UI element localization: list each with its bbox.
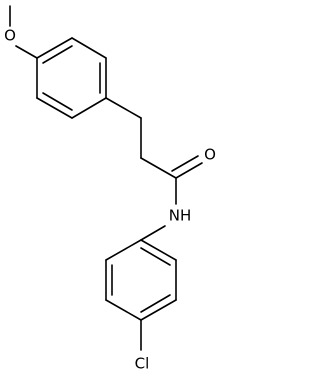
- ring2-bond-6: [105, 239, 142, 261]
- bond-n-ring: [140, 225, 166, 241]
- bond-carbonyl-o-2: [171, 155, 199, 172]
- ring2-double-2: [140, 294, 171, 313]
- ring1-bond-1: [36, 37, 73, 59]
- ring1-bond-4: [71, 97, 107, 119]
- atom-label-cl: Cl: [135, 355, 150, 373]
- bond-o-ring: [15, 45, 38, 59]
- bond-carbonyl-o-1: [175, 162, 203, 179]
- bond-ch2-carbonyl: [140, 157, 177, 179]
- ring2-bond-1: [140, 239, 177, 261]
- chemical-structure: O O NH Cl: [4, 5, 216, 373]
- ring2-bond-3: [140, 299, 177, 321]
- methoxy-group: [9, 5, 38, 59]
- chlorophenyl-ring: [105, 239, 177, 351]
- atom-label-carbonyl-o: O: [204, 146, 216, 164]
- atom-label-nh: NH: [169, 207, 192, 225]
- ring1-bond-5: [36, 97, 73, 119]
- ring1-double-1: [42, 45, 73, 64]
- methoxyphenyl-ring: [36, 37, 107, 119]
- bond-ring-ch2: [105, 97, 142, 119]
- ring2-bond-4: [105, 299, 142, 321]
- ring1-bond-2: [71, 37, 107, 59]
- ring2-double-1: [140, 247, 171, 266]
- propanoyl-chain: [105, 97, 203, 241]
- atom-label-methoxy-o: O: [4, 27, 16, 45]
- ring1-double-3: [42, 92, 73, 111]
